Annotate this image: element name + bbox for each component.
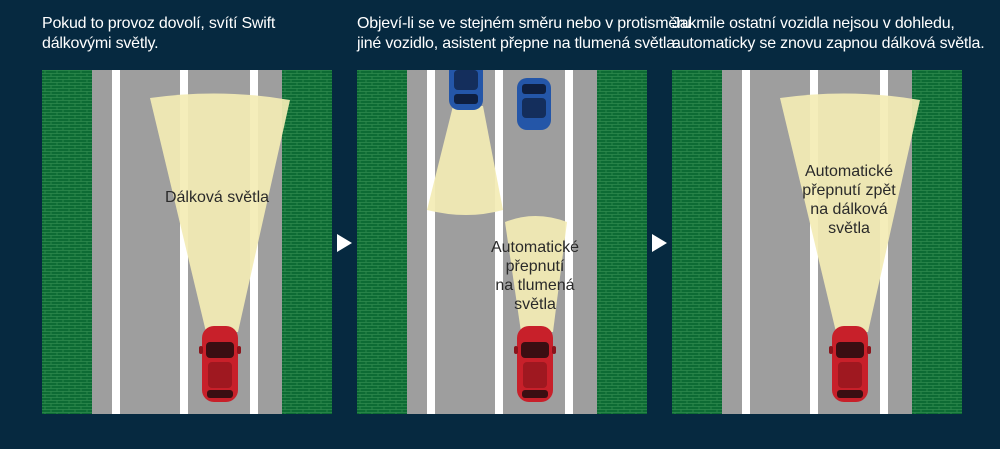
blue-car-icon: [517, 78, 551, 130]
high-beam-cone: [150, 93, 290, 332]
grass-right: [282, 70, 332, 414]
next-step-arrow-icon: [337, 234, 352, 252]
caption-step-3: Jakmile ostatní vozidla nejsou v dohledu…: [672, 15, 985, 52]
lane-line: [112, 70, 120, 414]
red-car-icon: [829, 326, 871, 402]
grass-left: [672, 70, 722, 414]
road-scene-2: [357, 70, 647, 414]
lane-line: [495, 70, 503, 414]
low-beam-cone: [505, 216, 567, 332]
caption-step-2: Objeví-li se ve stejném směru nebo v pro…: [357, 15, 691, 52]
beam-label-low: Automatické přepnutí na tlumená světla: [490, 239, 580, 313]
high-beam-cone: [780, 93, 920, 332]
lane-line: [180, 70, 188, 414]
grass-left: [42, 70, 92, 414]
oncoming-beam-cone: [427, 106, 503, 215]
beam-label-high-restored: Automatické přepnutí zpět na dálková svě…: [802, 163, 896, 237]
panel-step-3: Automatické přepnutí zpět na dálková svě…: [672, 70, 962, 414]
lane-line: [565, 70, 573, 414]
grass-left: [357, 70, 407, 414]
red-car-icon: [199, 326, 241, 402]
red-car-icon: [514, 326, 556, 402]
next-step-arrow-icon: [652, 234, 667, 252]
grass-right: [597, 70, 647, 414]
lane-line: [742, 70, 750, 414]
grass-right: [912, 70, 962, 414]
beam-label-high: Dálková světla: [164, 189, 270, 206]
road-scene-3: [672, 70, 962, 414]
panel-step-1: Dálková světla: [42, 70, 332, 414]
blue-car-icon: [449, 70, 483, 110]
panel-step-2: Automatické přepnutí na tlumená světla: [357, 70, 647, 414]
lane-line: [810, 70, 818, 414]
lane-line: [427, 70, 435, 414]
road-scene-1: [42, 70, 332, 414]
caption-step-1: Pokud to provoz dovolí, svítí Swift dálk…: [42, 15, 276, 52]
